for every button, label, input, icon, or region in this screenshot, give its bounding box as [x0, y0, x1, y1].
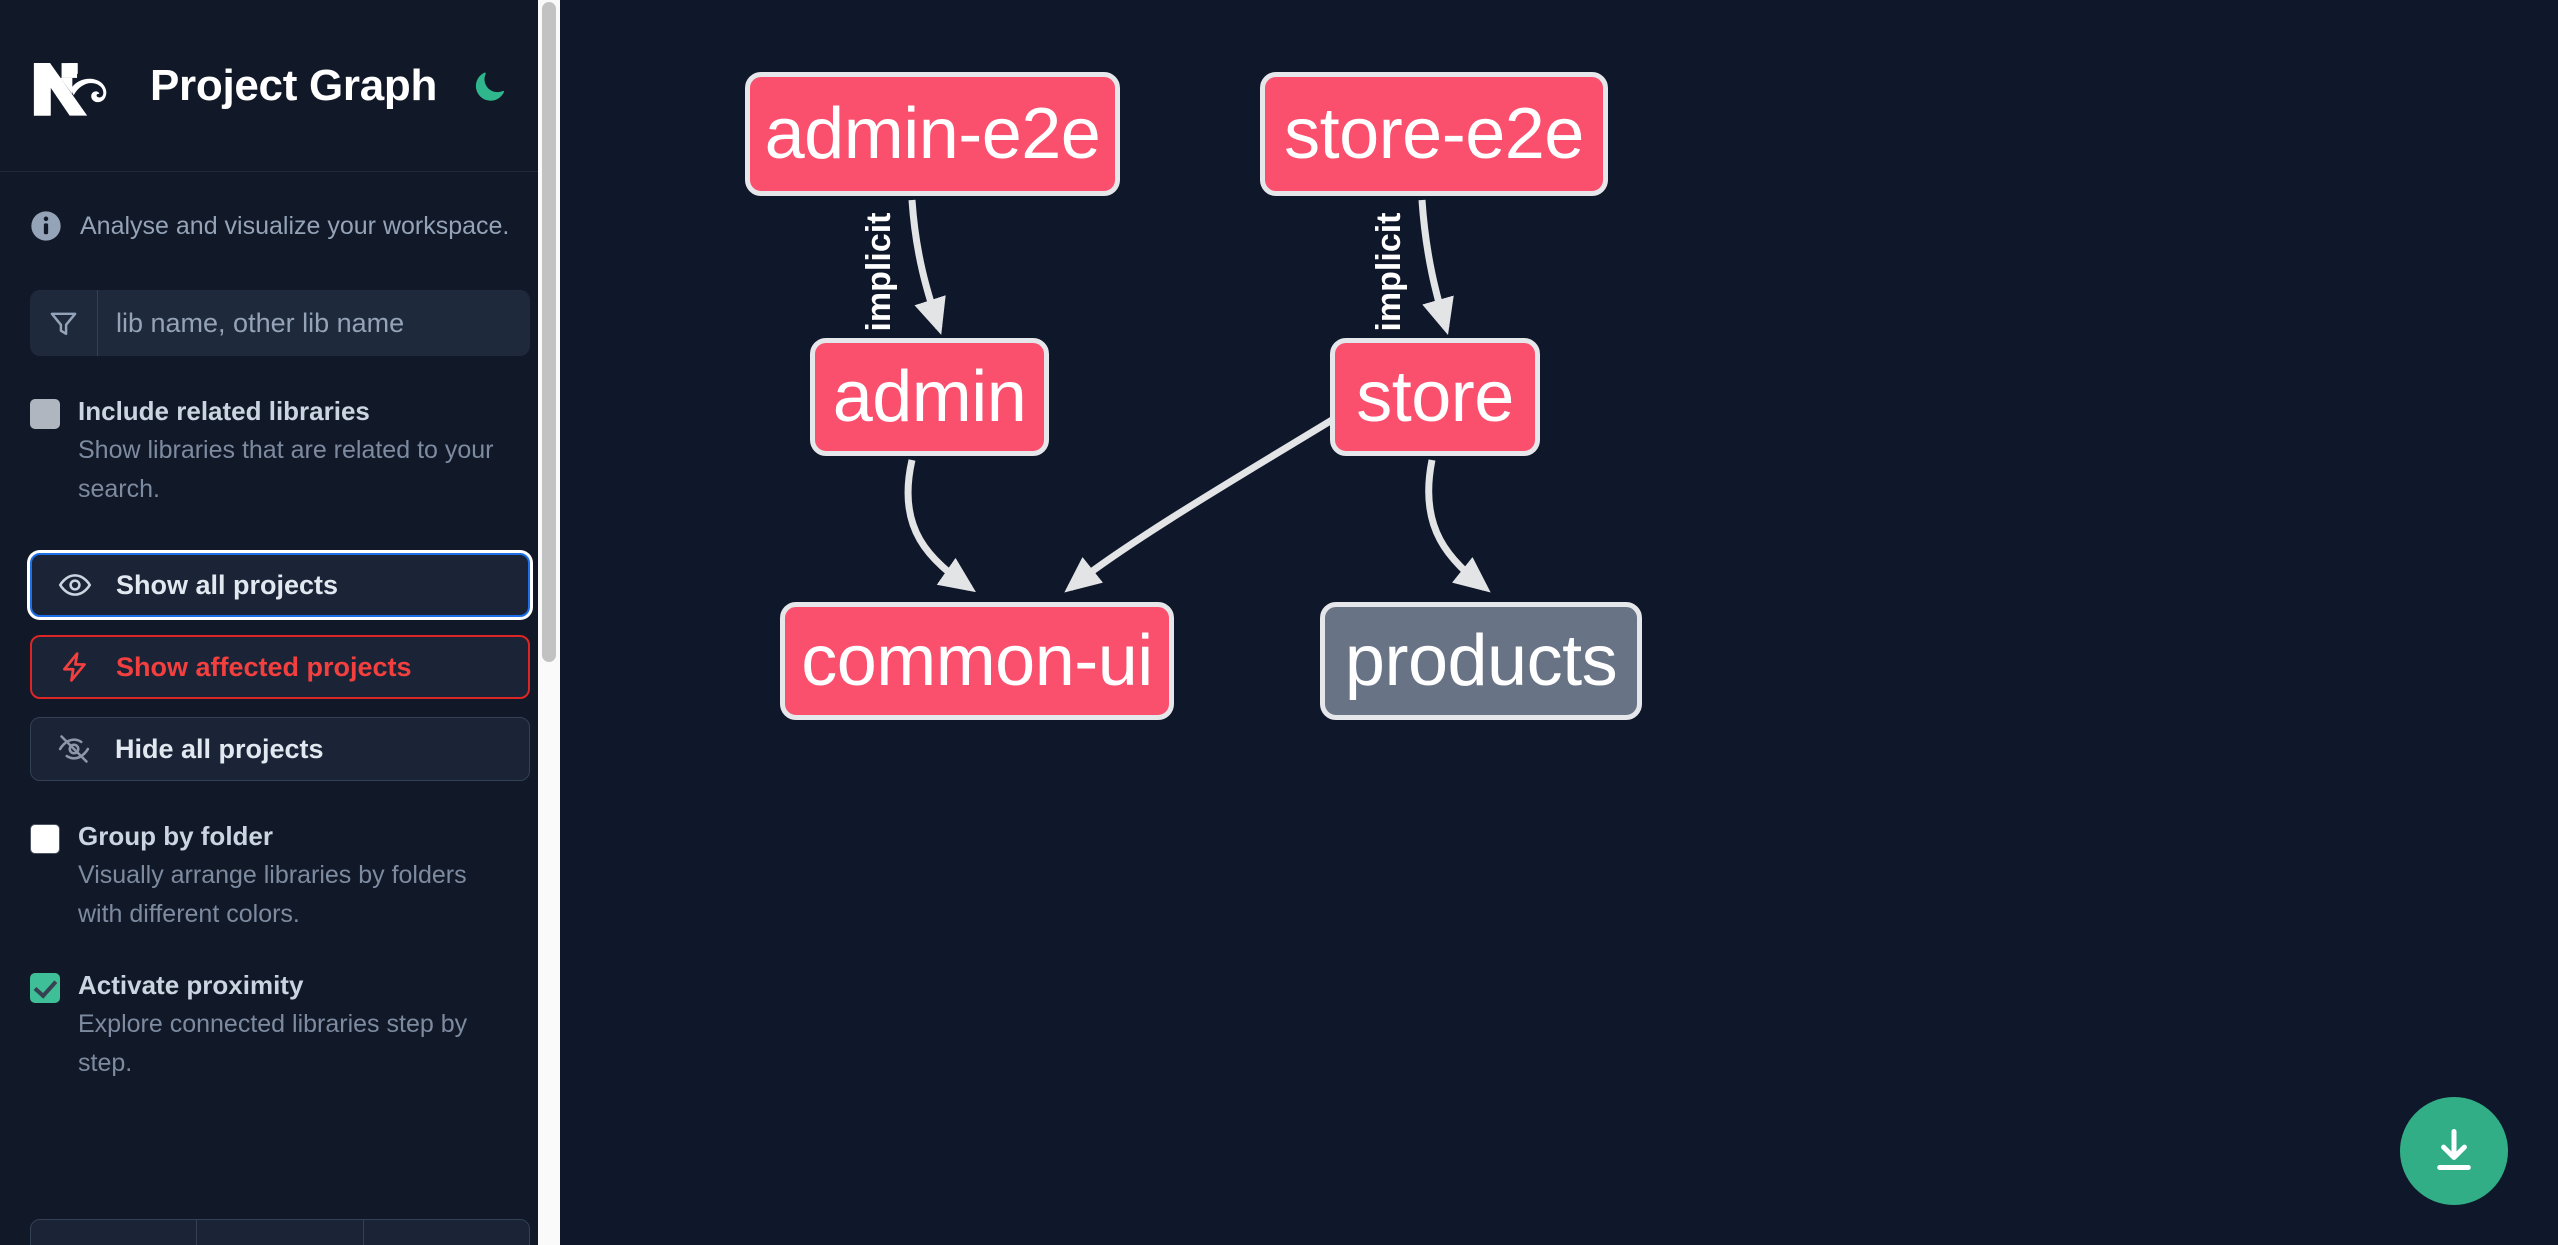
- edge-admin-common-ui[interactable]: [904, 459, 976, 593]
- moon-icon[interactable]: [467, 63, 513, 109]
- option-include-related-libraries[interactable]: Include related libraries Show libraries…: [0, 356, 560, 509]
- option-label: Activate proximity: [78, 970, 304, 1000]
- edges: [904, 199, 1491, 593]
- sidebar-header: Project Graph: [0, 0, 560, 172]
- edge-admin-e2e-admin[interactable]: [908, 199, 946, 335]
- hide-all-projects-button[interactable]: Hide all projects: [30, 717, 530, 781]
- graph-edges-layer: implicit implicit: [859, 199, 1491, 593]
- include-related-libraries-checkbox[interactable]: [30, 399, 60, 429]
- option-label: Group by folder: [78, 821, 273, 851]
- activate-proximity-checkbox[interactable]: [30, 973, 60, 1003]
- download-icon: [2437, 1129, 2471, 1170]
- graph-canvas[interactable]: implicit implicit admin-e2e store-e2e ad…: [560, 0, 2558, 1245]
- edge-store-common-ui[interactable]: [1064, 417, 1334, 593]
- tagline-text: Analyse and visualize your workspace.: [80, 211, 510, 240]
- graph-node-store-e2e[interactable]: store-e2e: [1260, 72, 1608, 196]
- proximity-step-button-group[interactable]: [30, 1219, 530, 1245]
- edge-label-implicit-store: implicit: [1370, 212, 1408, 331]
- graph-node-admin[interactable]: admin: [810, 338, 1049, 456]
- eye-icon: [58, 574, 92, 596]
- info-icon: [31, 211, 61, 241]
- sidebar: Project Graph Analyse and visualize your…: [0, 0, 560, 1245]
- search-section: [0, 242, 560, 356]
- graph-node-products[interactable]: products: [1320, 602, 1642, 720]
- tagline-row: Analyse and visualize your workspace.: [0, 172, 560, 242]
- show-all-projects-label: Show all projects: [116, 569, 339, 600]
- lightning-bolt-icon: [63, 652, 86, 682]
- option-texts: Include related libraries Show libraries…: [78, 394, 513, 509]
- graph-node-common-ui[interactable]: common-ui: [780, 602, 1174, 720]
- graph-node-store[interactable]: store: [1330, 338, 1540, 456]
- option-label: Include related libraries: [78, 396, 370, 426]
- show-affected-projects-button[interactable]: Show affected projects: [30, 635, 530, 699]
- edge-store-products[interactable]: [1425, 459, 1491, 593]
- search-input[interactable]: [98, 290, 530, 356]
- option-texts: Group by folder Visually arrange librari…: [78, 819, 513, 934]
- download-image-button[interactable]: [2400, 1097, 2508, 1205]
- show-all-projects-button[interactable]: Show all projects: [30, 553, 530, 617]
- option-texts: Activate proximity Explore connected lib…: [78, 968, 513, 1083]
- proximity-step-option[interactable]: [31, 1220, 198, 1245]
- moon-glyph: [475, 72, 505, 101]
- proximity-step-option[interactable]: [197, 1220, 364, 1245]
- edge-labels: implicit implicit: [859, 211, 1409, 332]
- edge-label-implicit-admin: implicit: [860, 212, 898, 331]
- filter-funnel-icon: [30, 290, 98, 356]
- edge-store-e2e-store[interactable]: [1418, 199, 1454, 335]
- group-by-folder-checkbox[interactable]: [30, 824, 60, 854]
- funnel-glyph: [50, 312, 77, 335]
- option-description: Visually arrange libraries by folders wi…: [78, 861, 467, 928]
- option-description: Explore connected libraries step by step…: [78, 1010, 468, 1077]
- option-group-by-folder[interactable]: Group by folder Visually arrange librari…: [0, 781, 560, 934]
- option-description: Show libraries that are related to your …: [78, 436, 494, 503]
- sidebar-scrollbar-thumb[interactable]: [542, 2, 556, 662]
- project-visibility-buttons: Show all projects Show affected projects…: [0, 509, 560, 781]
- hide-all-projects-label: Hide all projects: [115, 733, 324, 764]
- proximity-step-option[interactable]: [364, 1220, 529, 1245]
- sidebar-scrollbar-track[interactable]: [538, 0, 560, 1245]
- show-affected-projects-label: Show affected projects: [116, 651, 412, 682]
- nx-logo: [33, 62, 107, 116]
- page-title: Project Graph: [150, 60, 438, 110]
- eye-slash-icon: [58, 735, 90, 763]
- graph-node-admin-e2e[interactable]: admin-e2e: [745, 72, 1120, 196]
- search-box[interactable]: [30, 290, 530, 356]
- option-activate-proximity[interactable]: Activate proximity Explore connected lib…: [0, 934, 560, 1083]
